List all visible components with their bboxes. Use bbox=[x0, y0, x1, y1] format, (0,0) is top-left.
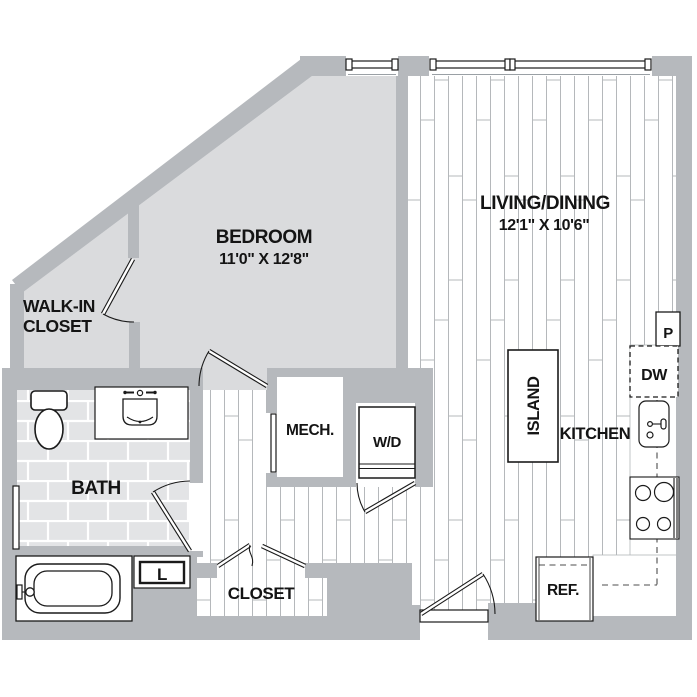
kitchen-sink-drain bbox=[646, 431, 654, 439]
burner-bottom-right bbox=[656, 516, 672, 532]
walkin-door-arc bbox=[102, 313, 135, 323]
closet-bifold-doors bbox=[216, 543, 306, 569]
living-window-mullion-b bbox=[509, 58, 516, 71]
bedroom-label: BEDROOM bbox=[216, 227, 312, 248]
living-window-glass bbox=[433, 60, 648, 69]
kitchen-label: KITCHEN bbox=[560, 425, 631, 443]
living-window-cap-left bbox=[429, 58, 437, 71]
ref-label: REF. bbox=[547, 582, 579, 599]
washer-dryer bbox=[358, 406, 416, 479]
bedroom-living-wall bbox=[396, 76, 408, 380]
refrigerator bbox=[535, 556, 594, 622]
bifold-center-squiggle bbox=[248, 544, 254, 567]
linen-closet-box bbox=[138, 560, 186, 585]
bedroom-door bbox=[198, 349, 269, 388]
walkin-label-line1: WALK-IN bbox=[23, 296, 95, 316]
kitchen-island bbox=[507, 349, 559, 463]
vanity-handle-right-dot bbox=[153, 390, 157, 395]
towel-bar bbox=[12, 485, 20, 550]
tub-faucet-spout bbox=[25, 587, 35, 597]
bedroom-door-arc bbox=[198, 350, 210, 387]
linen-label: L bbox=[157, 565, 167, 584]
toilet-bowl bbox=[34, 408, 64, 450]
dishwasher bbox=[629, 345, 679, 398]
laundry-door-arc bbox=[356, 482, 366, 513]
closet-label: CLOSET bbox=[228, 584, 296, 603]
burner-top-right bbox=[653, 481, 675, 503]
left-wall-lower bbox=[2, 368, 17, 622]
vanity-handle-left-dot bbox=[123, 390, 127, 395]
island-label: ISLAND bbox=[525, 376, 543, 436]
bedroom-window-cap-left bbox=[345, 58, 353, 71]
bedroom-dims: 11'0" X 12'8" bbox=[219, 251, 309, 268]
vanity-drain-dot bbox=[138, 420, 142, 424]
toilet-tank bbox=[30, 390, 68, 411]
entry-door-arc bbox=[482, 573, 496, 615]
bath-bedroom-wall bbox=[2, 368, 203, 390]
kitchen-fixtures bbox=[507, 311, 681, 622]
linen-closet bbox=[133, 555, 191, 589]
tub-basin bbox=[33, 570, 113, 607]
bath-label: BATH bbox=[71, 478, 121, 499]
windows bbox=[345, 58, 652, 75]
mech-room-interior bbox=[277, 377, 343, 477]
walkin-closet-door bbox=[100, 257, 136, 323]
tub-faucet-valve bbox=[16, 584, 23, 600]
burner-top-left bbox=[634, 484, 652, 502]
kitchen-faucet-handle bbox=[660, 418, 667, 430]
vanity-faucet bbox=[136, 389, 144, 397]
entry-right-block bbox=[488, 603, 536, 616]
mech-label: MECH. bbox=[286, 422, 334, 439]
bath-fixtures bbox=[12, 386, 189, 622]
left-wall-upper bbox=[10, 284, 24, 390]
bath-door bbox=[151, 480, 192, 553]
diagonal-exterior-wall bbox=[12, 56, 312, 293]
living-dims: 12'1" X 10'6" bbox=[499, 217, 590, 234]
vanity-sink-basin bbox=[122, 398, 158, 426]
entry-door bbox=[419, 572, 496, 616]
bedroom-walkin-floor bbox=[22, 76, 396, 380]
bath-door-opening bbox=[189, 483, 204, 551]
burner-bottom-left bbox=[635, 516, 651, 532]
walkin-divider-lower bbox=[129, 322, 140, 390]
bedroom-window-cap-right bbox=[391, 58, 399, 71]
laundry-door bbox=[356, 481, 417, 514]
entry-threshold bbox=[419, 609, 489, 623]
walkin-divider-upper bbox=[128, 192, 139, 258]
wd-label: W/D bbox=[373, 434, 402, 451]
kitchen-faucet-base bbox=[646, 421, 653, 428]
room-labels: WALK-IN CLOSET BEDROOM 11'0" X 12'8" LIV… bbox=[23, 193, 674, 603]
entry-left-block bbox=[395, 605, 420, 616]
doors bbox=[100, 257, 496, 616]
laundry-mech bbox=[270, 406, 416, 479]
walkin-label-line2: CLOSET bbox=[23, 316, 92, 336]
closet-right-jamb bbox=[305, 563, 327, 578]
bath-door-arc bbox=[152, 480, 191, 493]
dw-label: DW bbox=[641, 367, 668, 384]
right-exterior-wall bbox=[676, 56, 692, 640]
living-window-cap-right bbox=[644, 58, 652, 71]
bedroom-window-glass bbox=[349, 60, 395, 69]
closet-left-jamb bbox=[196, 563, 217, 578]
pantry-label: P bbox=[663, 325, 673, 342]
counter-corner bbox=[592, 554, 679, 621]
living-label: LIVING/DINING bbox=[480, 193, 610, 214]
mech-door-leaf bbox=[270, 413, 277, 473]
living-window-mullion-a bbox=[504, 58, 511, 71]
